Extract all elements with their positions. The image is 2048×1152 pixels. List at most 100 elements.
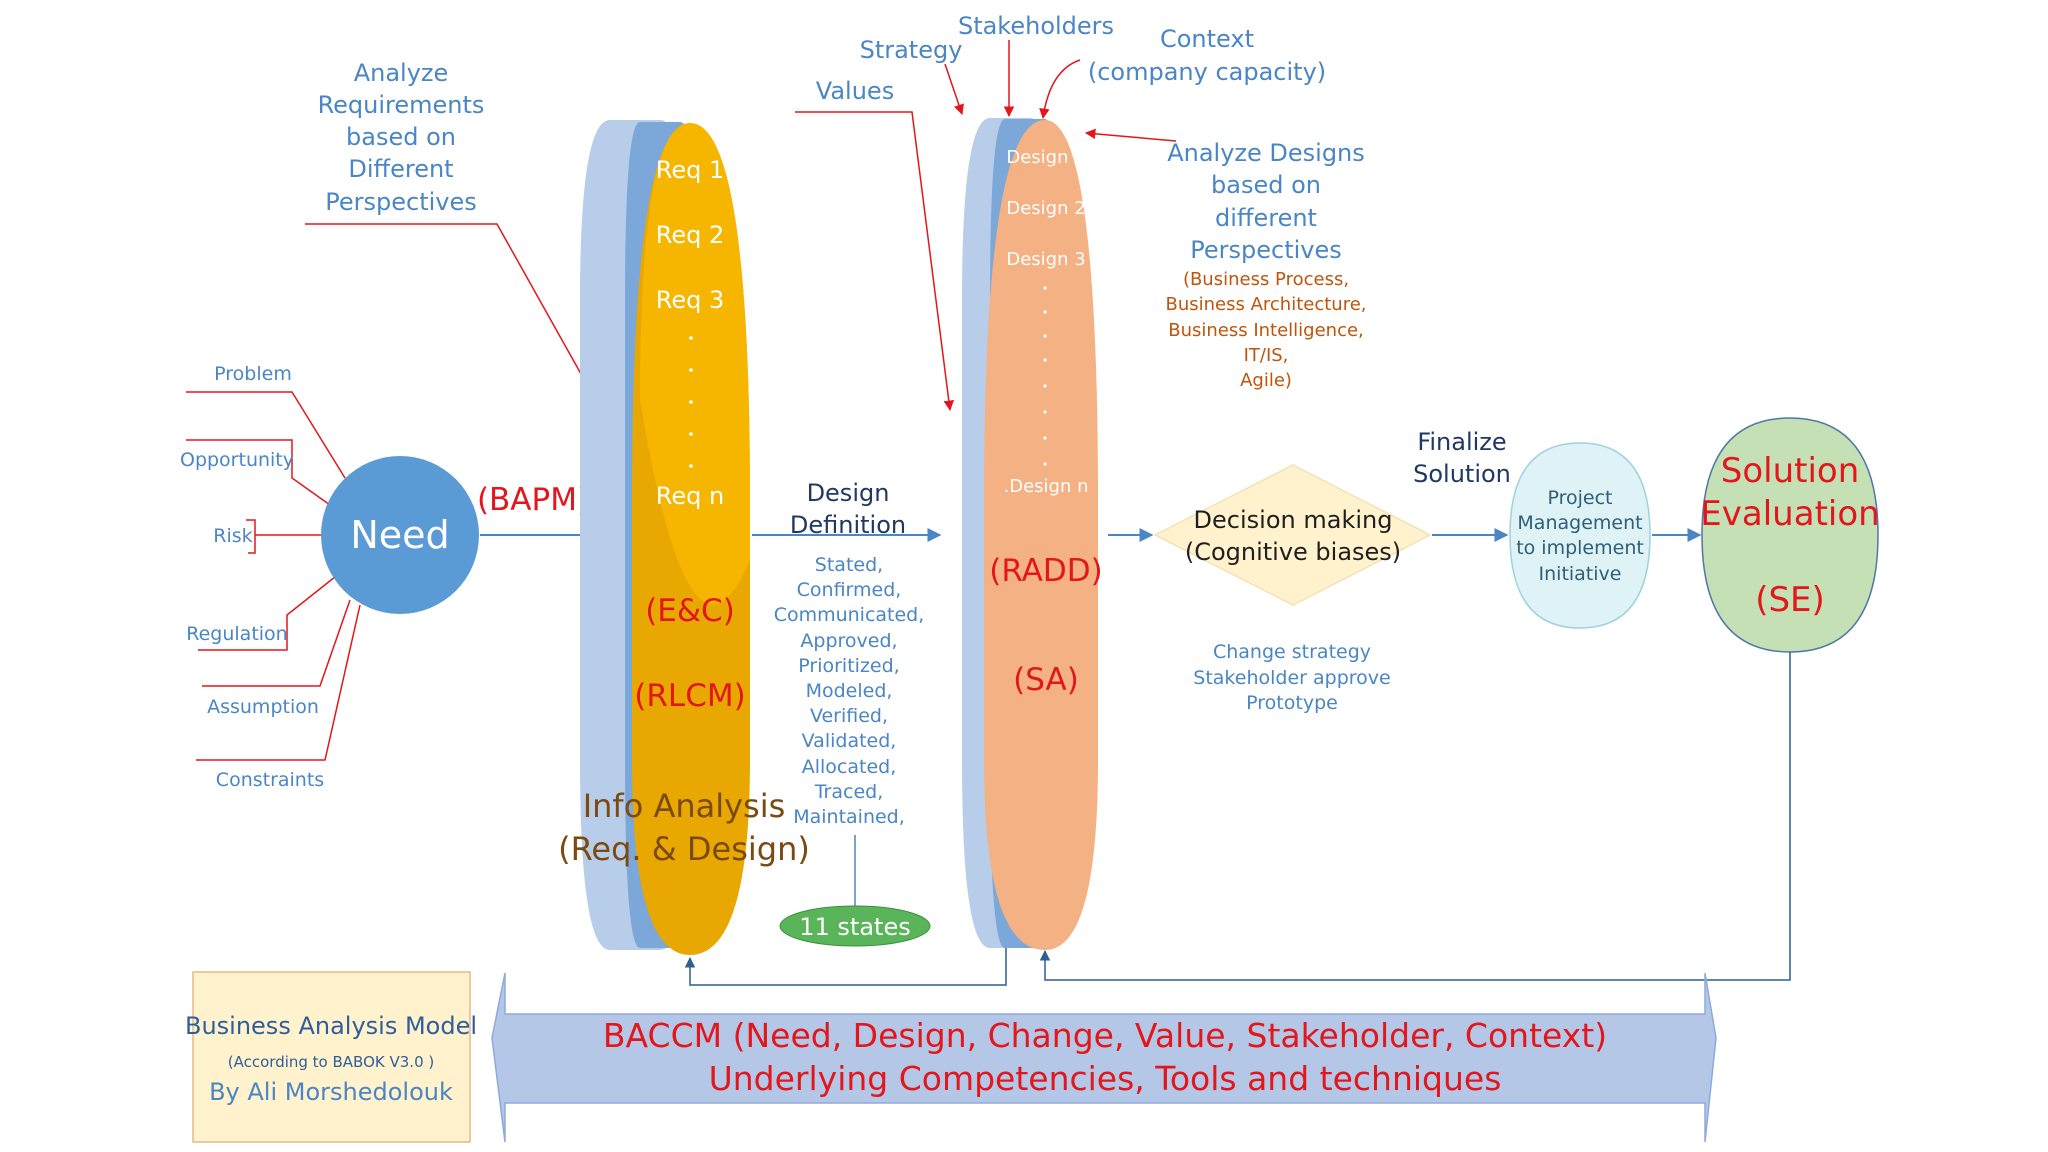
analyze-req-arrow (305, 223, 619, 441)
state-item: Confirmed, (797, 579, 902, 601)
analyze-req-line: Different (348, 155, 453, 183)
states-badge (779, 905, 931, 947)
rlcm-label: (RLCM) (634, 678, 745, 714)
assumption-connector (202, 599, 351, 687)
info-analysis-line2: (Req. & Design) (558, 830, 810, 868)
state-item: Approved, (800, 630, 897, 652)
analyze-req-line: Analyze (354, 59, 449, 87)
design-definition-line2: Definition (790, 511, 906, 539)
analyze-designs-line: different (1215, 204, 1317, 232)
pm-line: to implement (1516, 537, 1644, 559)
design-feedback-arrow (684, 948, 1007, 986)
design-item: .Design n (1004, 476, 1089, 497)
states-count: 11 states (799, 913, 910, 941)
opportunity-connector (186, 439, 331, 506)
pm-line: Management (1517, 512, 1642, 534)
se-feedback-arrow (1039, 652, 1791, 981)
regulation-label: Regulation (186, 623, 287, 645)
opportunity-label: Opportunity (180, 449, 294, 471)
risk-bracket (246, 519, 256, 554)
sa-label: (SA) (1013, 662, 1079, 698)
model-subtitle: (According to BABOK V3.0 ) (228, 1053, 434, 1071)
state-item: Allocated, (802, 756, 897, 778)
change-note: Prototype (1246, 692, 1338, 714)
analyze-designs-line: Perspectives (1190, 236, 1342, 264)
designs-cylinder (962, 118, 1098, 950)
finalize-line2: Solution (1413, 460, 1511, 488)
perspective-item: Agile) (1240, 370, 1292, 391)
baccm-line1: BACCM (Need, Design, Change, Value, Stak… (603, 1016, 1607, 1055)
state-item: Modeled, (806, 680, 893, 702)
context-line2: (company capacity) (1088, 58, 1326, 86)
constraints-connector (196, 604, 361, 761)
design-item: Design 3 (1006, 249, 1085, 270)
state-item: Communicated, (774, 604, 925, 626)
context-arrow (1039, 59, 1081, 120)
state-item: Maintained, (793, 806, 905, 828)
strategy-arrow (944, 63, 964, 115)
bapm-label: (BAPM) (477, 482, 589, 518)
assumption-label: Assumption (207, 696, 319, 718)
radd-label: (RADD) (989, 553, 1102, 589)
need-node (321, 456, 479, 614)
decision-diamond (1153, 464, 1432, 606)
finalize-line1: Finalize (1417, 428, 1506, 456)
need-label: Need (350, 513, 449, 557)
req-item: Req 1 (656, 156, 725, 184)
state-item: Traced, (814, 781, 884, 803)
perspective-item: IT/IS, (1244, 345, 1289, 366)
state-item: Prioritized, (798, 655, 899, 677)
analyze-req-line: Requirements (318, 91, 485, 119)
baccm-line2: Underlying Competencies, Tools and techn… (709, 1059, 1502, 1098)
se-line3: (SE) (1755, 580, 1825, 620)
states-list: Stated, Confirmed, Communicated, Approve… (774, 554, 925, 828)
risk-label: Risk (213, 525, 252, 547)
ec-label: (E&C) (645, 593, 735, 629)
design-item: Design 1 (1006, 147, 1085, 168)
se-line1: Solution (1721, 451, 1860, 491)
info-analysis-line1: Info Analysis (583, 787, 786, 825)
strategy-label: Strategy (860, 36, 963, 64)
se-line2: Evaluation (1700, 494, 1879, 534)
perspective-item: Business Intelligence, (1168, 320, 1364, 341)
decision-line1: Decision making (1194, 506, 1393, 534)
analyze-designs-text: Analyze Designs based on different Persp… (1167, 139, 1365, 264)
state-item: Validated, (802, 730, 897, 752)
analyze-designs-line: based on (1211, 171, 1321, 199)
analyze-req-line: Perspectives (325, 188, 477, 216)
pm-line: Project (1547, 487, 1612, 509)
state-item: Stated, (815, 554, 883, 576)
need-factors (186, 391, 361, 761)
values-label: Values (816, 77, 894, 105)
problem-label: Problem (214, 363, 292, 385)
change-notes: Change strategy Stakeholder approve Prot… (1193, 641, 1390, 714)
baccm-double-arrow (491, 972, 1717, 1143)
stakeholders-label: Stakeholders (958, 12, 1114, 40)
state-item: Verified, (810, 705, 888, 727)
model-title: Business Analysis Model (185, 1012, 477, 1040)
decision-line2: (Cognitive biases) (1185, 538, 1401, 566)
analyze-requirements-text: Analyze Requirements based on Different … (318, 59, 485, 216)
design-item: Design 2 (1006, 198, 1085, 219)
project-management-node (1509, 442, 1651, 629)
perspective-item: Business Architecture, (1165, 294, 1366, 315)
change-note: Stakeholder approve (1193, 667, 1390, 689)
analyze-designs-line: Analyze Designs (1167, 139, 1365, 167)
context-line1: Context (1160, 25, 1254, 53)
req-item: Req n (656, 482, 724, 510)
model-author: By Ali Morshedolouk (209, 1078, 453, 1106)
design-ellipsis (1043, 286, 1047, 466)
design-definition-line1: Design (807, 479, 890, 507)
req-item: Req 3 (656, 286, 725, 314)
perspective-item: (Business Process, (1183, 269, 1349, 290)
analyze-req-line: based on (346, 123, 456, 151)
model-credit-box (192, 971, 471, 1143)
requirements-cylinder (580, 120, 750, 955)
problem-connector (186, 391, 346, 479)
change-note: Change strategy (1213, 641, 1371, 663)
perspectives-list: (Business Process, Business Architecture… (1165, 269, 1366, 391)
constraints-label: Constraints (216, 769, 324, 791)
pm-line: Initiative (1539, 563, 1622, 585)
analyze-designs-arrow (1084, 128, 1177, 142)
